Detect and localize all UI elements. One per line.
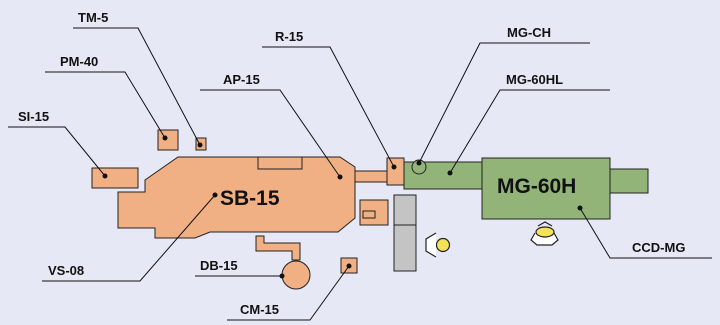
db-15-drum bbox=[281, 260, 311, 290]
leader-lines bbox=[8, 27, 712, 321]
sb-15-side-slot bbox=[362, 210, 376, 219]
grey-stand bbox=[393, 194, 417, 272]
grey-stand-lower bbox=[393, 224, 417, 272]
r-15-block bbox=[386, 157, 405, 186]
mg-ch-knob bbox=[411, 159, 427, 175]
db-15-pipe bbox=[255, 235, 301, 261]
observer-figure-right bbox=[530, 221, 559, 246]
mg-60h-end-cap bbox=[609, 168, 649, 194]
callout-labels: TM-5 PM-40 SI-15 R-15 AP-15 MG-CH MG-60H… bbox=[18, 10, 685, 317]
label-mg-60h: MG-60H bbox=[497, 175, 576, 198]
label-cm-15: CM-15 bbox=[240, 302, 279, 317]
sb-15-top-port bbox=[257, 156, 303, 170]
label-ccd-mg: CCD-MG bbox=[632, 240, 685, 255]
label-pm-40: PM-40 bbox=[60, 54, 98, 69]
label-vs-08: VS-08 bbox=[48, 263, 84, 278]
label-si-15: SI-15 bbox=[18, 109, 49, 124]
sb-15-assembly bbox=[91, 129, 405, 290]
si-15-block bbox=[91, 167, 139, 189]
label-db-15: DB-15 bbox=[200, 258, 238, 273]
label-ap-15: AP-15 bbox=[223, 72, 260, 87]
label-mg-ch: MG-CH bbox=[507, 25, 551, 40]
sb-15-outlet-pipe bbox=[354, 170, 388, 183]
label-r-15: R-15 bbox=[275, 29, 303, 44]
pm-40-block bbox=[157, 129, 179, 151]
grey-stand-upper bbox=[393, 194, 417, 226]
label-sb-15: SB-15 bbox=[220, 187, 280, 210]
label-tm-5: TM-5 bbox=[78, 10, 108, 25]
mg-60h-body bbox=[481, 157, 611, 220]
observer-figure-left bbox=[425, 232, 451, 258]
mg-60h-assembly bbox=[403, 157, 649, 220]
label-mg-60hl: MG-60HL bbox=[506, 72, 563, 87]
